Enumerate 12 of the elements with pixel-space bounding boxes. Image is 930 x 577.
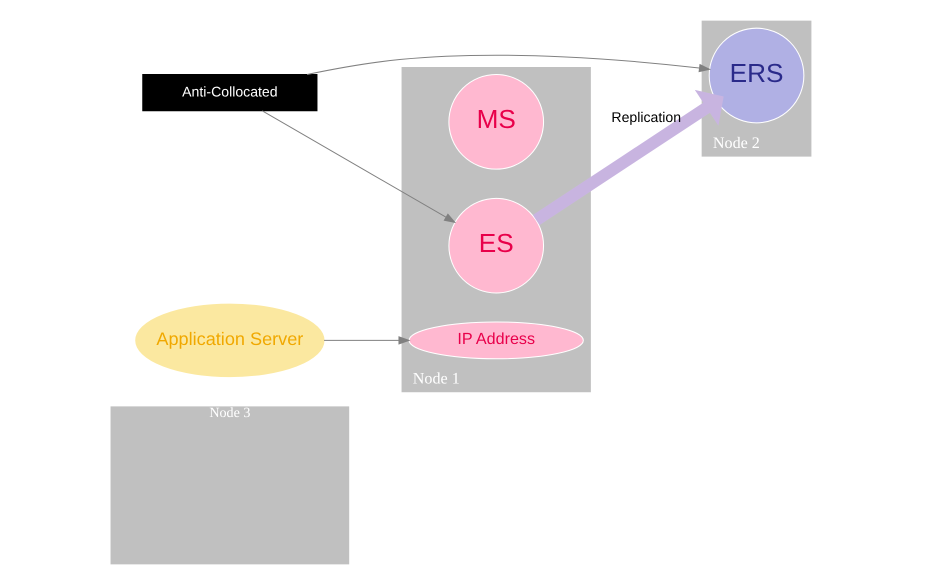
node-circle: MS (448, 74, 544, 170)
node-ellipse: IP Address (408, 321, 584, 360)
node-ellipse: Application Server (135, 304, 325, 378)
arrow (262, 110, 456, 224)
arrow (324, 336, 411, 345)
node-box: Anti-Collocated (142, 74, 318, 112)
edge-label: Replication (611, 109, 682, 126)
node-circle: ERS (708, 28, 804, 124)
node-circle: ES (448, 198, 544, 294)
node-box: Node 3 (110, 405, 350, 566)
arrow (532, 90, 724, 226)
arrow (306, 54, 712, 75)
